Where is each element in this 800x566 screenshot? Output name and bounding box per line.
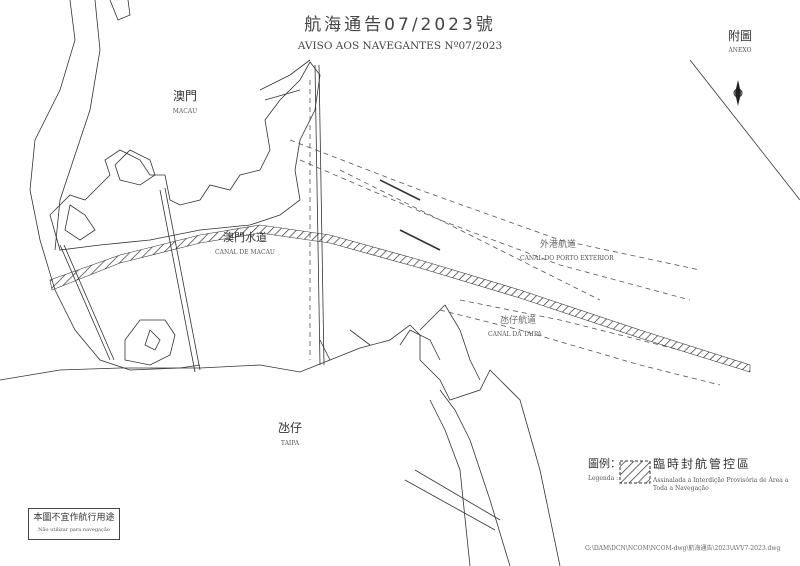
macau-reclamation — [49, 61, 321, 251]
canal-macau-label-zh: 澳門水道 — [223, 231, 267, 244]
legend-item-zh: 臨時封航管控區 — [653, 457, 752, 471]
bridge — [159, 187, 201, 373]
disclaimer-box: 本圖不宜作航行用途 Não utilizar para navegação — [28, 508, 120, 540]
title-pt: AVISO AOS NAVEGANTES Nº07/2023 — [297, 40, 503, 52]
legend-title-zh: 圖例： — [588, 457, 621, 470]
legend-title-pt: Legenda : — [588, 475, 619, 482]
legend-hatch-swatch — [619, 460, 651, 484]
canal-exterior-label-pt: CANAL DO PORTO EXTERIOR — [520, 255, 614, 262]
closure-zone — [49, 224, 751, 373]
disclaimer-pt: Não utilizar para navegação — [38, 527, 110, 533]
macau-label-pt: MACAU — [172, 108, 198, 115]
macau-coastline — [29, 0, 201, 371]
title-zh: 航海通告07/2023號 — [304, 15, 496, 35]
taipa-label-zh: 氹仔 — [277, 421, 302, 435]
legend-item-pt: Assinalada a Interdição Provisória de Ár… — [653, 477, 789, 492]
canal-exterior-label-zh: 外港航道 — [540, 240, 577, 250]
annex-pt: ANEXO — [728, 47, 752, 54]
canal-exterior-line — [289, 139, 701, 271]
canal-taipa-label-zh: 氹仔航道 — [500, 316, 537, 326]
canal-taipa-label-pt: CANAL DA TAIPA — [488, 331, 542, 338]
canal-macau-label-pt: CANAL DE MACAU — [215, 249, 275, 256]
canal-taipa-line — [439, 309, 721, 386]
annex-zh: 附圖 — [727, 29, 752, 43]
disclaimer-zh: 本圖不宜作航行用途 — [33, 513, 115, 523]
bridge — [314, 64, 325, 366]
north-arrow-icon — [733, 80, 743, 106]
taipa-coastline — [0, 324, 561, 566]
taipa-label-pt: TAIPA — [280, 440, 300, 447]
file-path: G:\DAM\DCN\NCOM\NCOM-dwg\航海通告\2023\AVV7-… — [585, 545, 781, 552]
bridge — [59, 244, 115, 361]
macau-label-zh: 澳門 — [172, 89, 197, 103]
